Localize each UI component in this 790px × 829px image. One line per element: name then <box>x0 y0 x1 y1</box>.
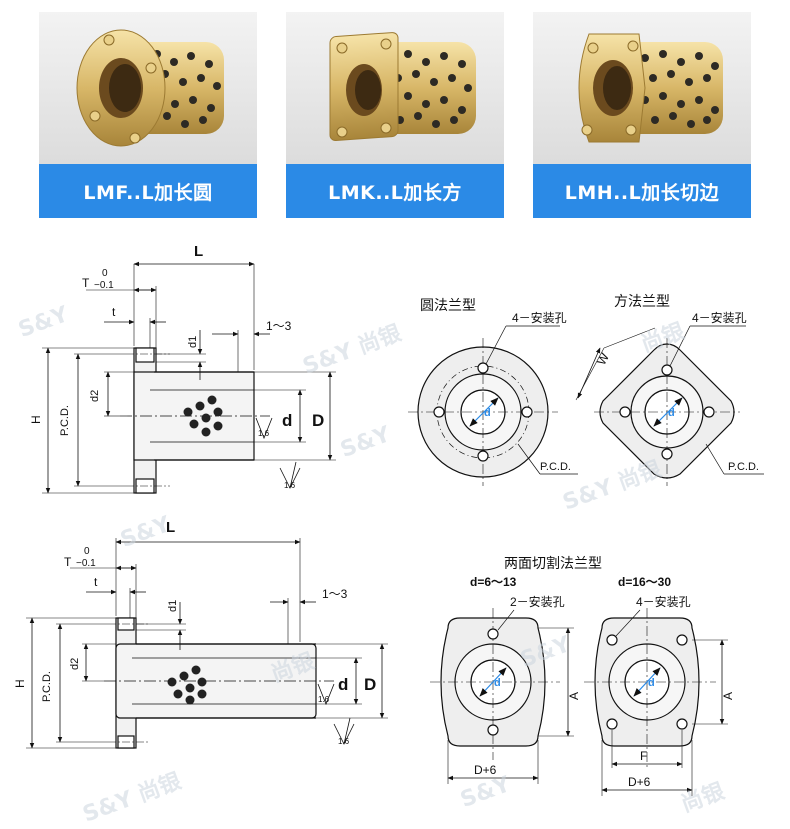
technical-drawings: L T 0 −0.1 t d1 1～3 d2 P.C.D. H d D 1.6 … <box>13 243 764 796</box>
rough-2-top: 1.6 <box>284 481 296 490</box>
dim-pcd-top: P.C.D. <box>59 405 71 436</box>
dim-d1-bottom: d1 <box>167 600 179 612</box>
product-card-cut[interactable]: LMH..L加长切边 <box>533 12 751 218</box>
dim-L-top: L <box>194 243 203 260</box>
graphite-plugs-top <box>183 395 223 437</box>
product-card-square[interactable]: LMK..L加长方 <box>286 12 504 218</box>
dim-T-top: T <box>82 276 90 290</box>
dim-t-bottom: t <box>94 575 98 589</box>
dim-T-bottom: T <box>64 555 72 569</box>
square-flange-title: 方法兰型 <box>614 293 670 309</box>
dim-range-top: 1～3 <box>266 319 292 333</box>
round-flange-pcd: P.C.D. <box>540 461 571 473</box>
side-view-top <box>42 261 336 494</box>
dim-D-top: D <box>312 411 324 430</box>
square-flange-holes: 4－安装孔 <box>692 310 747 325</box>
dim-pcd-bottom: P.C.D. <box>41 671 53 702</box>
graphite-plugs-bottom <box>167 665 207 705</box>
round-flange-d: d <box>484 407 491 419</box>
dim-T-tol-upper-bottom: 0 <box>84 546 90 557</box>
round-flange-holes: 4－安装孔 <box>512 310 567 325</box>
cut-flange-right-range: d=16～30 <box>618 575 671 589</box>
cut-flange-right-view <box>584 608 728 796</box>
dim-d2-bottom: d2 <box>69 658 81 670</box>
dim-d-top: d <box>282 411 292 430</box>
square-flange-bushing-photo <box>286 12 504 164</box>
cut-flange-right-D6: D+6 <box>628 775 651 789</box>
product-label: LMK..L加长方 <box>286 164 504 218</box>
dim-d2-top: d2 <box>89 390 101 402</box>
dim-T-tol-lower-bottom: −0.1 <box>76 558 96 569</box>
dim-T-tol-lower: −0.1 <box>94 280 114 291</box>
cut-flange-left-A: A <box>567 692 581 700</box>
product-label: LMH..L加长切边 <box>533 164 751 218</box>
dim-L-bottom: L <box>166 519 175 536</box>
square-flange-pcd: P.C.D. <box>728 461 759 473</box>
side-view-bottom <box>26 538 388 749</box>
dim-d1-top: d1 <box>187 336 199 348</box>
cut-flange-left-view <box>430 608 574 784</box>
product-card-round[interactable]: LMF..L加长圆 <box>39 12 257 218</box>
dim-H-top: H <box>29 415 43 424</box>
dim-D-bottom: D <box>364 675 376 694</box>
cut-flange-title: 两面切割法兰型 <box>504 555 602 571</box>
cut-flange-left-range: d=6～13 <box>470 575 517 589</box>
cut-flange-right-d: d <box>648 677 655 689</box>
cut-flange-right-F: F <box>640 749 647 763</box>
dim-d-bottom: d <box>338 675 348 694</box>
cut-flange-bushing-photo <box>533 12 751 164</box>
dim-range-bottom: 1～3 <box>322 587 348 601</box>
dim-t-top: t <box>112 305 116 319</box>
cut-flange-left-d: d <box>494 677 501 689</box>
product-label: LMF..L加长圆 <box>39 164 257 218</box>
rough-2-bottom: 1.6 <box>338 737 350 746</box>
cut-flange-right-holes: 4－安装孔 <box>636 594 691 609</box>
rough-1-top: 1.6 <box>258 429 270 438</box>
square-flange-d: d <box>668 407 675 419</box>
cut-flange-left-holes: 2－安装孔 <box>510 594 565 609</box>
cut-flange-left-D6: D+6 <box>474 763 497 777</box>
cut-flange-right-A: A <box>721 692 735 700</box>
dim-H-bottom: H <box>13 679 27 688</box>
dim-T-tol-upper: 0 <box>102 268 108 279</box>
rough-1-bottom: 1.6 <box>318 695 330 704</box>
round-flange-front-view <box>408 325 578 486</box>
square-flange-w: W <box>594 350 612 367</box>
round-flange-title: 圆法兰型 <box>420 297 476 313</box>
round-flange-bushing-photo <box>39 12 257 164</box>
square-flange-front-view <box>575 325 764 486</box>
